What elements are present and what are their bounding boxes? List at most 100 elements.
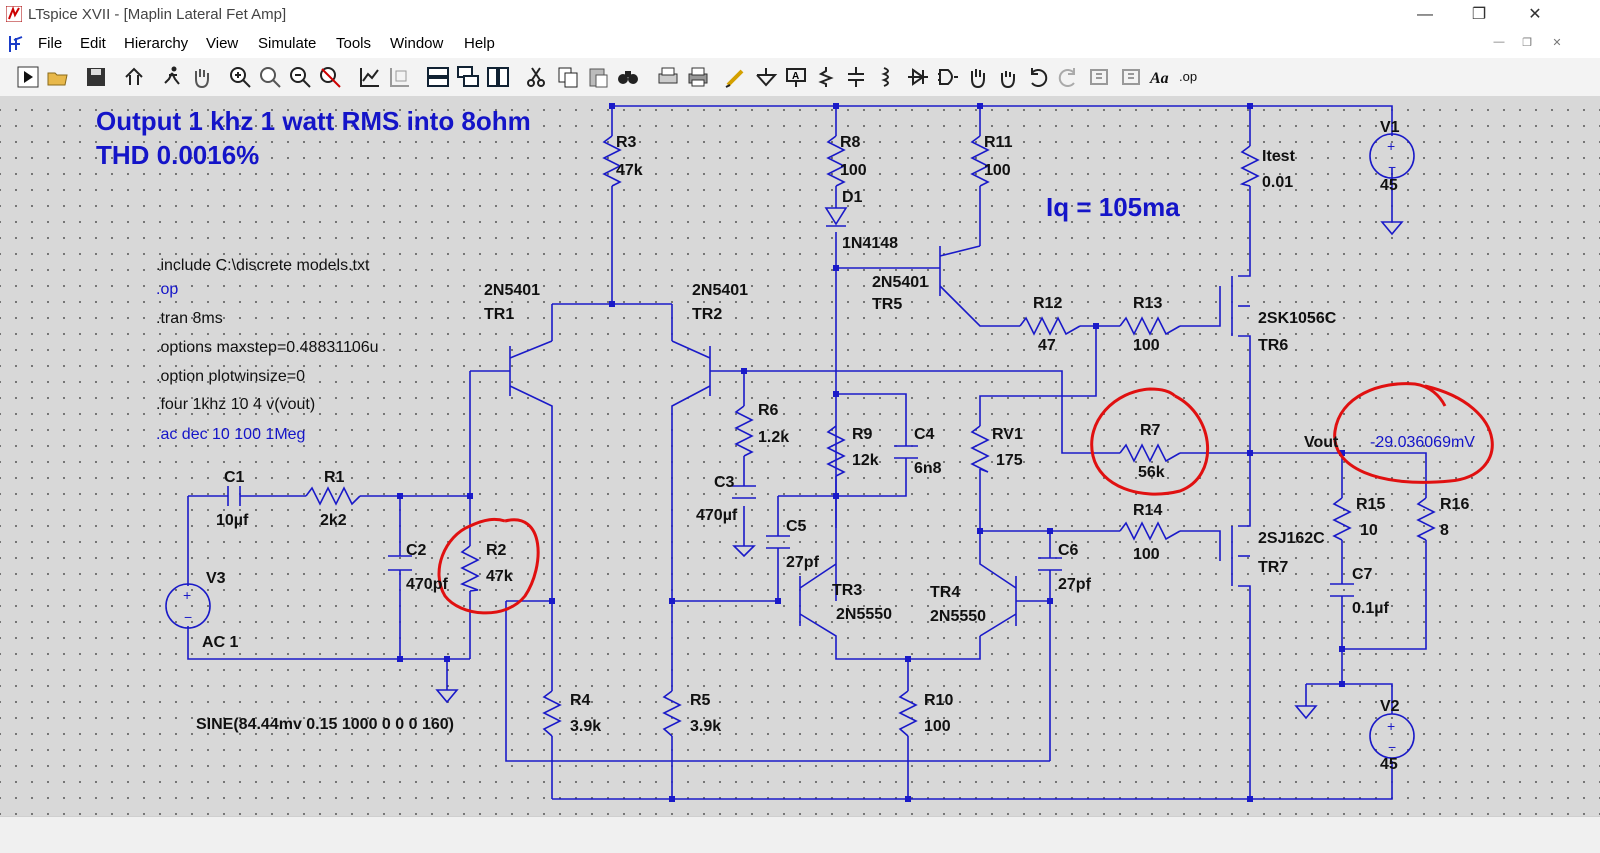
menu-help[interactable]: Help [464, 35, 495, 52]
r6-value[interactable]: 1.2k [758, 429, 790, 446]
r10-name[interactable]: R10 [924, 692, 954, 709]
itest-name[interactable]: Itest [1262, 148, 1295, 165]
schematic-drawing[interactable]: +− +− +− [0, 96, 1600, 816]
capacitor-icon[interactable] [844, 65, 868, 89]
d1-value[interactable]: 1N4148 [842, 235, 899, 252]
c6-value[interactable]: 27pf [1058, 576, 1091, 593]
r15-value[interactable]: 10 [1360, 522, 1378, 539]
inductor-icon[interactable] [874, 65, 898, 89]
v3-name[interactable]: V3 [206, 570, 226, 587]
print-icon[interactable] [686, 65, 710, 89]
menu-simulate[interactable]: Simulate [258, 35, 317, 52]
directive-ac[interactable]: .ac dec 10 100 1Meg [156, 426, 306, 443]
control-panel-icon[interactable] [122, 65, 146, 89]
undo-icon[interactable] [1026, 65, 1050, 89]
redo-icon[interactable] [1056, 65, 1080, 89]
r12-value[interactable]: 47 [1038, 337, 1056, 354]
r13-value[interactable]: 100 [1133, 337, 1160, 354]
tr1-value[interactable]: 2N5401 [484, 282, 541, 299]
r8-value[interactable]: 100 [840, 162, 867, 179]
c4-name[interactable]: C4 [914, 426, 935, 443]
note-output[interactable]: Output 1 khz 1 watt RMS into 8ohm [96, 106, 531, 136]
v1-name[interactable]: V1 [1380, 119, 1400, 136]
r14-name[interactable]: R14 [1133, 502, 1163, 519]
r9-name[interactable]: R9 [852, 426, 873, 443]
r12-name[interactable]: R12 [1033, 295, 1063, 312]
pan-hand-icon[interactable] [190, 65, 214, 89]
c3-value[interactable]: 470µf [696, 507, 738, 524]
tr2-value[interactable]: 2N5401 [692, 282, 749, 299]
zoom-in-icon[interactable] [228, 65, 252, 89]
print-setup-icon[interactable] [656, 65, 680, 89]
r4-value[interactable]: 3.9k [570, 718, 602, 735]
tr3-name[interactable]: TR3 [832, 582, 863, 599]
component-icon[interactable] [936, 65, 960, 89]
c2-name[interactable]: C2 [406, 542, 427, 559]
r16-value[interactable]: 8 [1440, 522, 1449, 539]
note-thd[interactable]: THD 0.0016% [96, 140, 260, 170]
label-net-icon[interactable]: A [784, 65, 808, 89]
drag-icon[interactable] [996, 65, 1020, 89]
r14-value[interactable]: 100 [1133, 546, 1160, 563]
v2-value[interactable]: 45 [1380, 756, 1398, 773]
vout-label[interactable]: Vout [1304, 434, 1339, 451]
find-icon[interactable] [616, 65, 640, 89]
r15-name[interactable]: R15 [1356, 496, 1386, 513]
vout-probe-value[interactable]: -29.036069mV [1370, 434, 1475, 451]
r13-name[interactable]: R13 [1133, 295, 1163, 312]
spice-directive-icon[interactable]: .op [1178, 65, 1202, 89]
mdi-close-button[interactable]: ✕ [1552, 37, 1562, 49]
directive-tran[interactable]: .tran 8ms [156, 310, 223, 327]
zoom-area-icon[interactable] [258, 65, 282, 89]
r5-value[interactable]: 3.9k [690, 718, 722, 735]
text-icon[interactable]: Aa [1148, 65, 1172, 89]
note-iq[interactable]: Iq = 105ma [1046, 192, 1180, 222]
tr7-value[interactable]: 2SJ162C [1258, 530, 1325, 547]
tr5-value[interactable]: 2N5401 [872, 274, 929, 291]
v3-sine[interactable]: SINE(84.44mv 0.15 1000 0 0 0 160) [196, 716, 454, 733]
menu-view[interactable]: View [206, 35, 239, 52]
diode-icon[interactable] [906, 65, 930, 89]
c1-value[interactable]: 10µf [216, 512, 249, 529]
c6-name[interactable]: C6 [1058, 542, 1079, 559]
wire-icon[interactable] [724, 65, 748, 89]
tr7-name[interactable]: TR7 [1258, 559, 1289, 576]
paste-icon[interactable] [586, 65, 610, 89]
r11-value[interactable]: 100 [984, 162, 1011, 179]
run-man-icon[interactable] [160, 65, 184, 89]
tr4-name[interactable]: TR4 [930, 584, 961, 601]
c3-name[interactable]: C3 [714, 474, 735, 491]
zoom-cancel-icon[interactable] [318, 65, 342, 89]
copy-icon[interactable] [556, 65, 580, 89]
schematic-doc-icon[interactable] [6, 34, 26, 54]
tr3-value[interactable]: 2N5550 [836, 606, 893, 623]
tr1-name[interactable]: TR1 [484, 306, 515, 323]
r16-name[interactable]: R16 [1440, 496, 1470, 513]
r6-name[interactable]: R6 [758, 402, 779, 419]
menu-hierarchy[interactable]: Hierarchy [124, 35, 189, 52]
mdi-restore-button[interactable]: ❐ [1522, 37, 1532, 49]
rv1-value[interactable]: 175 [996, 452, 1023, 469]
move-icon[interactable] [966, 65, 990, 89]
tr6-value[interactable]: 2SK1056C [1258, 310, 1337, 327]
directive-include[interactable]: .include C:\discrete models.txt [156, 257, 370, 274]
directive-op[interactable]: .op [156, 281, 179, 298]
save-icon[interactable] [84, 65, 108, 89]
cascade-icon[interactable] [456, 65, 480, 89]
rv1-name[interactable]: RV1 [992, 426, 1023, 443]
r7-value[interactable]: 56k [1138, 464, 1165, 481]
mdi-minimize-button[interactable]: — [1493, 36, 1505, 48]
v2-name[interactable]: V2 [1380, 698, 1400, 715]
directive-plotwinsize[interactable]: .option plotwinsize=0 [156, 368, 305, 385]
autorange-icon[interactable] [358, 65, 382, 89]
tr4-value[interactable]: 2N5550 [930, 608, 987, 625]
cut-icon[interactable] [524, 65, 548, 89]
r3-value[interactable]: 47k [616, 162, 643, 179]
tile-vertical-icon[interactable] [486, 65, 510, 89]
directive-options[interactable]: .options maxstep=0.48831106u [156, 339, 379, 356]
edit-plot-icon[interactable] [388, 65, 412, 89]
c4-value[interactable]: 6n8 [914, 460, 942, 477]
v3-value[interactable]: AC 1 [202, 634, 239, 651]
r11-name[interactable]: R11 [984, 134, 1013, 151]
resistor-icon[interactable] [814, 65, 838, 89]
